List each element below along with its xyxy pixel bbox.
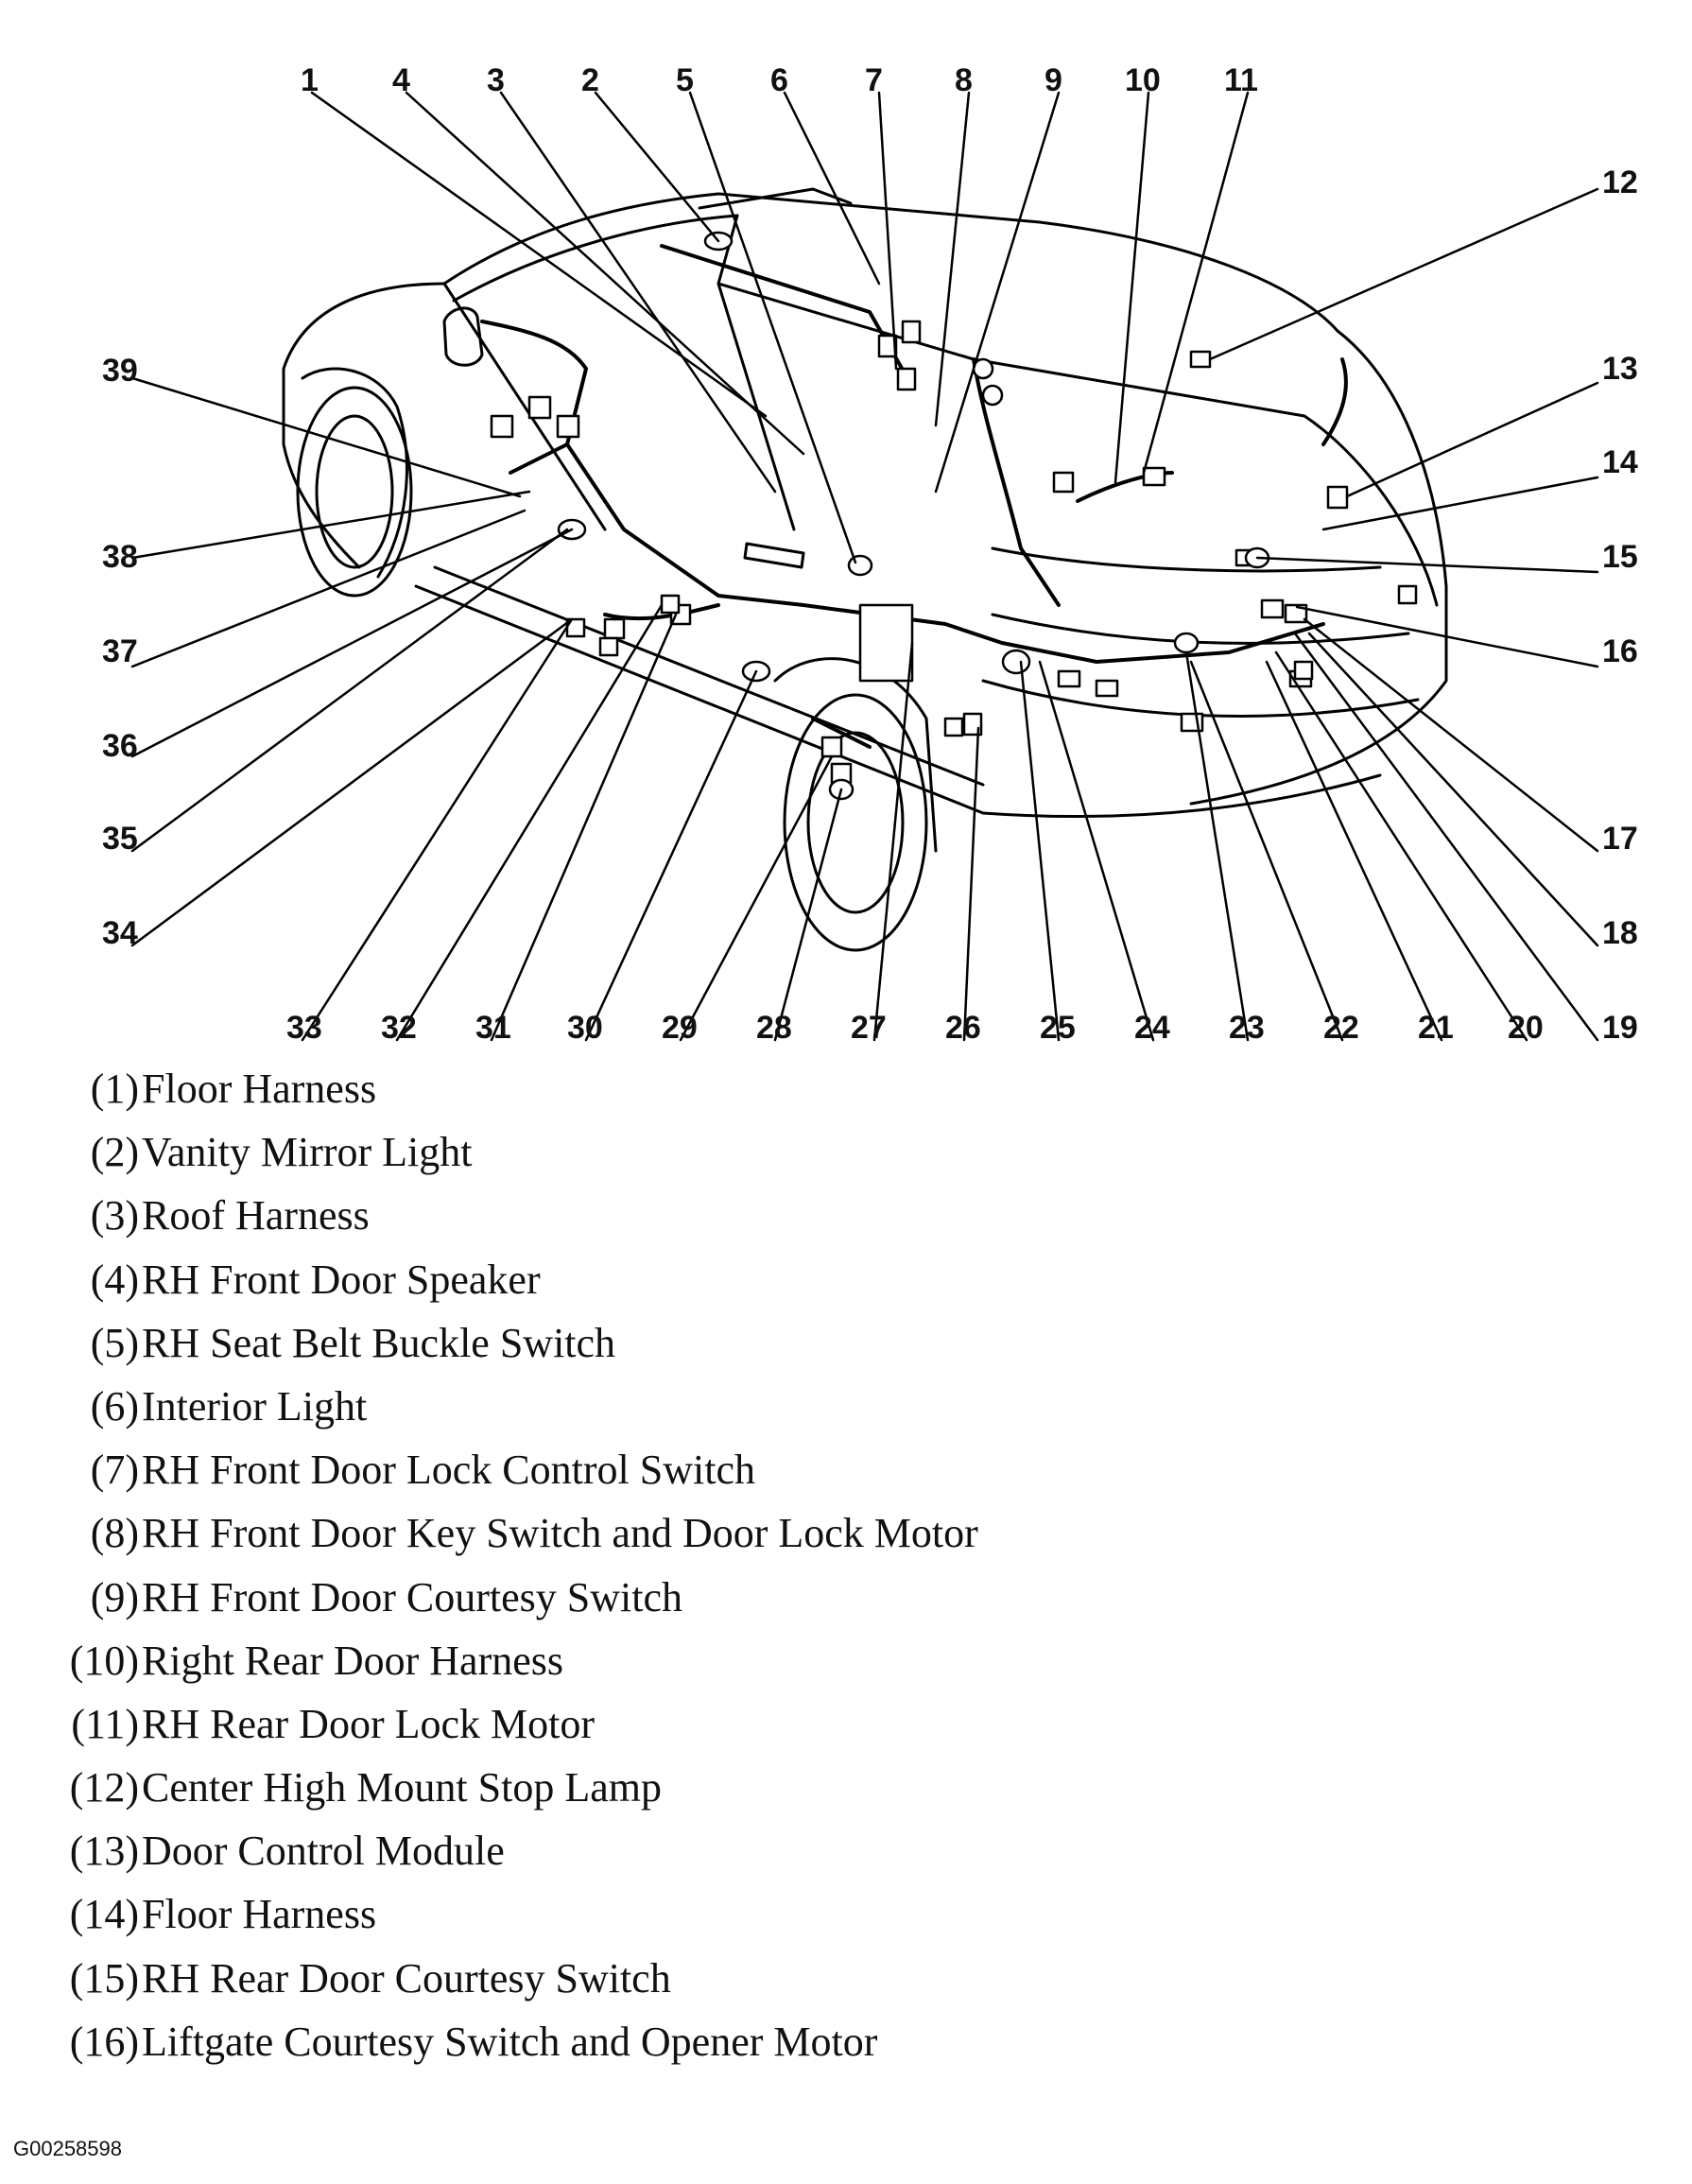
legend-label: RH Seat Belt Buckle Switch: [142, 1319, 616, 1366]
legend-number: (15): [69, 1954, 139, 2002]
callout-label: 7: [865, 62, 883, 98]
callout-label: 15: [1602, 539, 1638, 575]
vehicle-line-drawing: [130, 91, 1599, 1042]
legend-item: (2)Vanity Mirror Light: [49, 1120, 1656, 1184]
legend-number: (1): [90, 1066, 139, 1112]
legend-number: (4): [90, 1256, 139, 1303]
callout-label: 18: [1602, 915, 1638, 951]
legend-item: (9)RH Front Door Courtesy Switch: [49, 1566, 1656, 1629]
legend-number: (13): [69, 1828, 139, 1875]
legend-item: (15)RH Rear Door Courtesy Switch: [49, 1947, 1656, 2010]
legend-label: RH Front Door Lock Control Switch: [142, 1447, 755, 1494]
callout-label: 19: [1602, 1010, 1638, 1046]
legend-label: Center High Mount Stop Lamp: [142, 1764, 662, 1811]
legend-item: (16)Liftgate Courtesy Switch and Opener …: [49, 2010, 1656, 2073]
callout-label: 34: [102, 915, 138, 951]
callout-label: 32: [381, 1010, 417, 1046]
legend-number: (12): [69, 1764, 139, 1811]
legend-label: Door Control Module: [142, 1828, 505, 1875]
legend-number: (8): [90, 1510, 139, 1557]
legend-label: Floor Harness: [142, 1891, 377, 1938]
callout-label: 8: [955, 62, 973, 98]
wiring-harness: [480, 244, 1348, 749]
leader-lines: [130, 91, 1599, 1042]
callout-label: 3: [487, 62, 505, 98]
callout-label: 17: [1602, 821, 1638, 857]
callout-label: 38: [102, 539, 138, 575]
legend-item: (12)Center High Mount Stop Lamp: [49, 1756, 1656, 1819]
legend-number: (2): [90, 1129, 139, 1176]
legend-item: (11)RH Rear Door Lock Motor: [49, 1692, 1656, 1756]
callout-label: 12: [1602, 165, 1638, 200]
legend-label: RH Front Door Key Switch and Door Lock M…: [142, 1510, 978, 1557]
legend-item: (3)Roof Harness: [49, 1184, 1656, 1247]
callout-label: 10: [1125, 62, 1161, 98]
legend-number: (16): [69, 2018, 139, 2065]
callout-label: 30: [567, 1010, 603, 1046]
callout-label: 35: [102, 821, 138, 857]
callout-label: 27: [851, 1010, 887, 1046]
legend-label: Floor Harness: [142, 1066, 377, 1112]
legend-item: (1)Floor Harness: [49, 1057, 1656, 1120]
legend-label: Roof Harness: [142, 1192, 370, 1239]
callout-label: 29: [662, 1010, 698, 1046]
legend-item: (10)Right Rear Door Harness: [49, 1629, 1656, 1692]
legend-number: (9): [90, 1573, 139, 1621]
legend-label: RH Front Door Courtesy Switch: [142, 1573, 682, 1621]
legend-item: (4)RH Front Door Speaker: [49, 1248, 1656, 1311]
legend-label: RH Rear Door Lock Motor: [142, 1700, 596, 1747]
callout-label: 25: [1040, 1010, 1076, 1046]
legend-label: Interior Light: [142, 1382, 368, 1430]
callout-label: 20: [1508, 1010, 1544, 1046]
callout-label: 16: [1602, 633, 1638, 669]
legend-label: Liftgate Courtesy Switch and Opener Moto…: [142, 2018, 878, 2065]
legend-number: (11): [71, 1700, 139, 1747]
callout-label: 36: [102, 728, 138, 764]
callout-label: 22: [1323, 1010, 1359, 1046]
callout-label: 24: [1134, 1010, 1170, 1046]
callout-label: 39: [102, 353, 138, 389]
callout-label: 6: [770, 62, 788, 98]
legend-item: (14)Floor Harness: [49, 1882, 1656, 1946]
legend-number: (6): [90, 1382, 139, 1430]
legend-item: (7)RH Front Door Lock Control Switch: [49, 1438, 1656, 1501]
legend-number: (10): [69, 1637, 139, 1684]
legend-label: RH Rear Door Courtesy Switch: [142, 1954, 671, 2002]
callout-label: 14: [1602, 444, 1638, 480]
legend-item: (5)RH Seat Belt Buckle Switch: [49, 1311, 1656, 1375]
legend-label: RH Front Door Speaker: [142, 1256, 541, 1303]
callout-label: 11: [1224, 62, 1258, 98]
legend-number: (14): [69, 1891, 139, 1938]
callout-label: 1: [301, 62, 319, 98]
callout-label: 28: [756, 1010, 792, 1046]
callout-label: 37: [102, 633, 138, 669]
callout-label: 9: [1045, 62, 1062, 98]
vehicle-body-outline: [282, 187, 1448, 952]
component-legend: (1)Floor Harness (2)Vanity Mirror Light …: [49, 1057, 1656, 2073]
figure-id: G00258598: [13, 2137, 122, 2160]
legend-item: (13)Door Control Module: [49, 1819, 1656, 1882]
vehicle-wiring-diagram: 1 4 3 2 5 6 7 8 9 10 11 12 13 14 15 16 1…: [0, 0, 1692, 1059]
callout-label: 21: [1418, 1010, 1454, 1046]
connectors: [490, 231, 1418, 801]
legend-number: (3): [90, 1192, 139, 1239]
callout-label: 5: [676, 62, 694, 98]
callout-label: 4: [392, 62, 410, 98]
callout-label: 13: [1602, 351, 1638, 387]
callout-label: 33: [286, 1010, 322, 1046]
callout-label: 31: [475, 1010, 511, 1046]
callout-label: 2: [581, 62, 599, 98]
legend-item: (8)RH Front Door Key Switch and Door Loc…: [49, 1501, 1656, 1565]
legend-item: (6)Interior Light: [49, 1375, 1656, 1438]
callout-label: 23: [1229, 1010, 1265, 1046]
legend-number: (5): [90, 1319, 139, 1366]
legend-number: (7): [90, 1447, 139, 1494]
legend-label: Right Rear Door Harness: [142, 1637, 564, 1684]
legend-label: Vanity Mirror Light: [142, 1129, 473, 1176]
callout-label: 26: [945, 1010, 981, 1046]
